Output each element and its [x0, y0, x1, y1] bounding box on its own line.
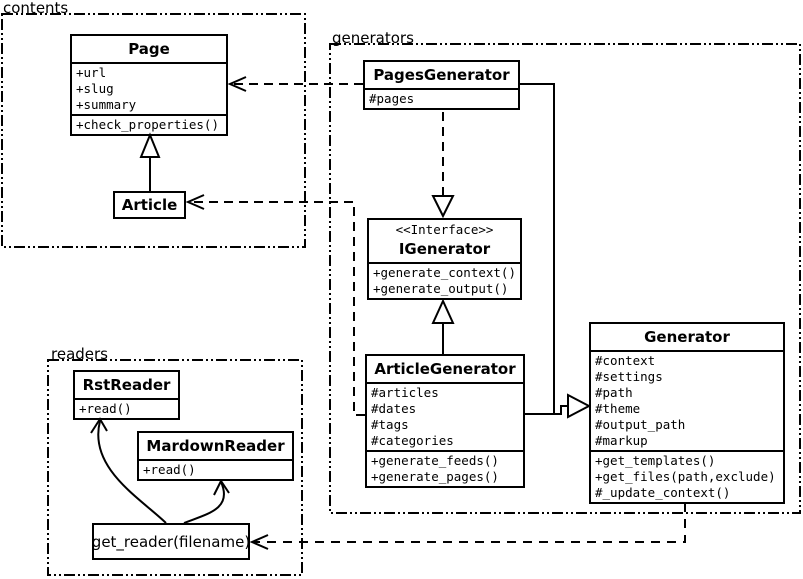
class-pages-generator-name: PagesGenerator	[373, 66, 510, 84]
rel-article-page-generalization	[139, 132, 161, 191]
class-page: Page +url +slug +summary +check_properti…	[70, 34, 228, 136]
interface-igenerator-name: IGenerator	[398, 240, 491, 258]
rel-generators-generator-generalization	[520, 83, 592, 419]
uml-method: #_update_context()	[595, 485, 731, 500]
uml-method: +get_templates()	[595, 453, 716, 468]
rel-articlegenerator-article-dependency	[185, 194, 365, 416]
interface-igenerator-header: <<Interface>> IGenerator	[369, 220, 520, 262]
class-rst-reader-name: RstReader	[82, 376, 171, 394]
class-generator-name: Generator	[644, 328, 730, 346]
uml-attribute: #theme	[595, 401, 641, 416]
uml-method: +read()	[143, 462, 196, 477]
interface-igenerator-methods: +generate_context() +generate_output()	[369, 262, 520, 298]
function-get-reader-label: get_reader(filename)	[91, 532, 251, 551]
class-article-generator-methods: +generate_feeds() +generate_pages()	[367, 450, 523, 486]
uml-method: +generate_feeds()	[371, 453, 499, 468]
class-article-name: Article	[121, 196, 178, 214]
class-article: Article	[113, 191, 186, 219]
class-page-name: Page	[128, 40, 170, 58]
uml-attribute: #context	[595, 353, 656, 368]
uml-attribute: +url	[76, 65, 107, 80]
uml-attribute: #tags	[371, 417, 409, 432]
class-pages-generator-attributes: #pages	[365, 88, 518, 108]
uml-method: +read()	[79, 401, 132, 416]
package-label-generators: generators	[332, 29, 414, 47]
class-mardown-reader: MardownReader +read()	[137, 431, 294, 481]
uml-method: +get_files(path,exclude)	[595, 469, 776, 484]
class-rst-reader: RstReader +read()	[73, 370, 180, 420]
rel-getreader-mardownreader-arrow	[183, 479, 230, 524]
uml-attribute: +slug	[76, 81, 114, 96]
uml-attribute: #articles	[371, 385, 439, 400]
rel-pagesgenerator-page-dependency	[227, 76, 363, 92]
uml-method: +check_properties()	[76, 117, 219, 132]
uml-attribute: #pages	[369, 91, 415, 106]
class-page-attributes: +url +slug +summary	[72, 62, 226, 114]
package-label-readers: readers	[51, 345, 108, 363]
class-mardown-reader-name: MardownReader	[146, 437, 285, 455]
class-generator-methods: +get_templates() +get_files(path,exclude…	[591, 450, 783, 502]
uml-method: +generate_pages()	[371, 469, 499, 484]
uml-attribute: #dates	[371, 401, 417, 416]
rel-pagesgenerator-igenerator-realization	[431, 112, 455, 219]
rel-articlegenerator-igenerator-generalization	[431, 298, 455, 354]
uml-method: +generate_context()	[373, 265, 516, 280]
rel-generator-getreader-dependency	[249, 503, 686, 550]
class-article-generator-attributes: #articles #dates #tags #categories	[367, 382, 523, 450]
function-get-reader: get_reader(filename)	[92, 523, 250, 560]
class-mardown-reader-methods: +read()	[139, 459, 292, 479]
uml-attribute: #categories	[371, 433, 454, 448]
class-generator: Generator #context #settings #path #them…	[589, 322, 785, 504]
uml-attribute: #path	[595, 385, 633, 400]
class-pages-generator: PagesGenerator #pages	[363, 60, 520, 110]
class-rst-reader-methods: +read()	[75, 398, 178, 418]
uml-method: +generate_output()	[373, 281, 509, 296]
uml-attribute: #settings	[595, 369, 663, 384]
package-label-contents: contents	[3, 0, 69, 17]
class-page-methods: +check_properties()	[72, 114, 226, 134]
class-generator-attributes: #context #settings #path #theme #output_…	[591, 350, 783, 450]
interface-stereotype: <<Interface>>	[395, 222, 494, 237]
uml-attribute: #output_path	[595, 417, 686, 432]
uml-attribute: #markup	[595, 433, 648, 448]
class-article-generator-name: ArticleGenerator	[374, 360, 516, 378]
class-article-generator: ArticleGenerator #articles #dates #tags …	[365, 354, 525, 488]
uml-attribute: +summary	[76, 97, 137, 112]
interface-igenerator: <<Interface>> IGenerator +generate_conte…	[367, 218, 522, 300]
